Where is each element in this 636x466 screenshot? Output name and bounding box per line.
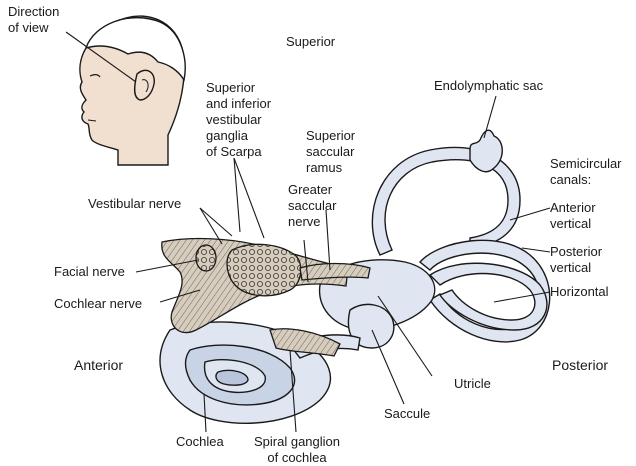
- endolymphatic-duct: [470, 130, 502, 171]
- facial-nerve-section: [196, 245, 216, 271]
- label-superior-saccular-ramus: Superior saccular ramus: [306, 128, 355, 176]
- label-saccule: Saccule: [384, 406, 430, 422]
- leader-vestibular-2: [200, 208, 232, 236]
- label-posterior: Posterior: [552, 357, 608, 373]
- saccular-ramus: [300, 264, 370, 281]
- scarpa-ganglia: [227, 244, 301, 295]
- cochlea-spiral: [160, 322, 360, 423]
- label-cochlear-nerve: Cochlear nerve: [54, 296, 142, 312]
- leader-scarpa-2: [234, 158, 264, 238]
- label-direction-of-view: Direction of view: [8, 4, 59, 36]
- label-utricle: Utricle: [454, 376, 491, 392]
- label-spiral-ganglion: Spiral ganglion of cochlea: [254, 434, 340, 466]
- head-profile: [80, 16, 185, 165]
- label-anterior: Anterior: [74, 357, 123, 373]
- label-superior: Superior: [286, 34, 335, 50]
- label-posterior-vertical: Posterior vertical: [550, 244, 602, 276]
- label-anterior-vertical: Anterior vertical: [550, 200, 596, 232]
- label-horizontal: Horizontal: [550, 284, 609, 300]
- label-vestibular-nerve: Vestibular nerve: [88, 196, 181, 212]
- label-cochlea: Cochlea: [176, 434, 224, 450]
- label-facial-nerve: Facial nerve: [54, 264, 125, 280]
- leader-scarpa-1: [234, 158, 240, 232]
- label-greater-saccular-nerve: Greater saccular nerve: [288, 182, 336, 230]
- label-semicircular-canals: Semicircular canals:: [550, 156, 622, 188]
- label-endolymphatic-sac: Endolymphatic sac: [434, 78, 543, 94]
- label-scarpa-ganglia: Superior and inferior vestibular ganglia…: [206, 80, 271, 160]
